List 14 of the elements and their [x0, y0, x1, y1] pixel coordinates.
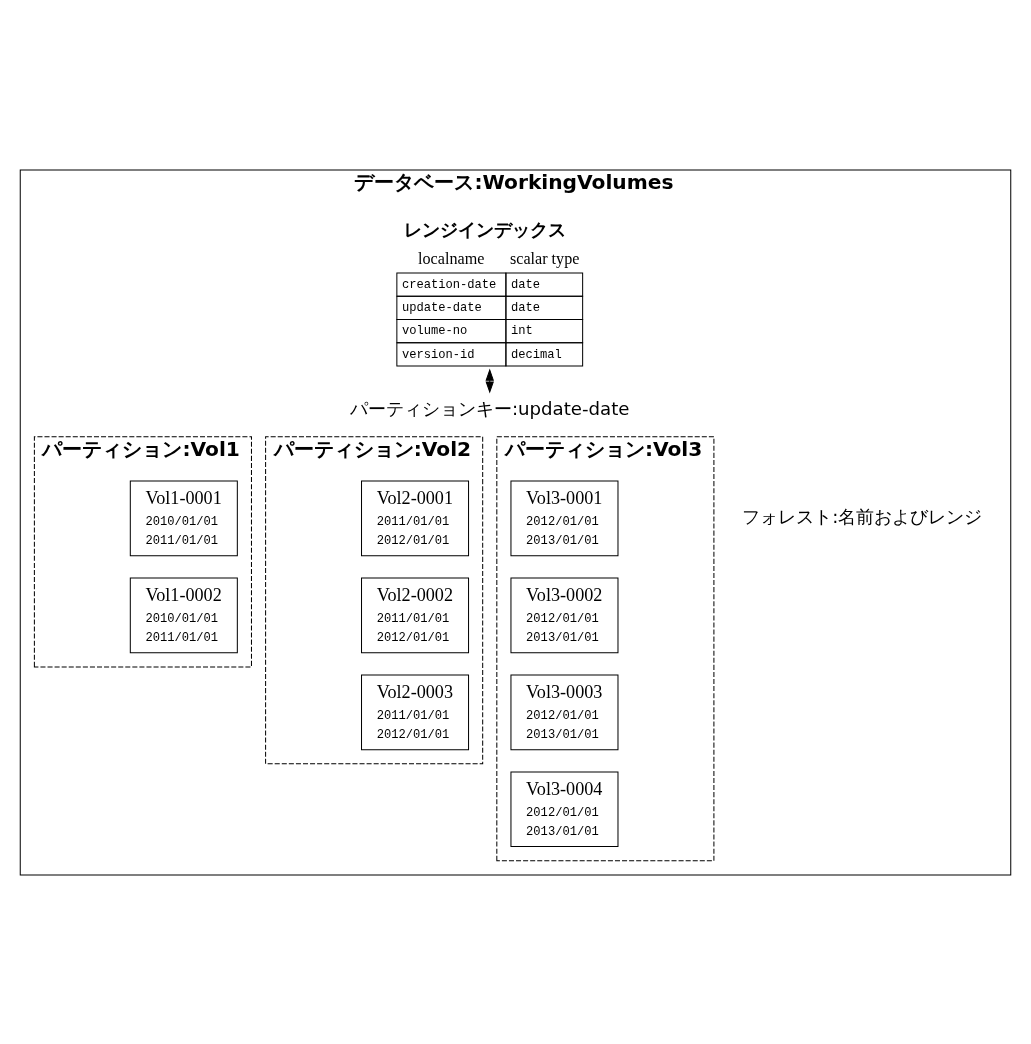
node-label: scalar type: [509, 249, 580, 267]
node-box: Vol1-0002 2010/01/01 2011/01/01: [129, 577, 238, 653]
label: フォレスト:名前およびレンジ: [742, 505, 983, 527]
node-label: localname: [418, 249, 485, 267]
node-box: Vol3-0002 2012/01/01 2013/01/01: [510, 577, 619, 653]
node-box: Vol2-0001 2011/01/01 2012/01/01: [361, 480, 470, 556]
node-box: Vol3-0003 2012/01/01 2013/01/01: [510, 673, 619, 750]
node-box: Vol3-0001 2012/01/01 2013/01/01: [510, 480, 619, 556]
node-box: Vol1-0001 2010/01/01 2011/01/01: [129, 480, 238, 556]
node-box: Vol3-0004 2012/01/01 2013/01/01: [510, 770, 619, 847]
node-box: Vol2-0002 2011/01/01 2012/01/01: [361, 577, 470, 653]
node-text: パーティションキー:update-date: [349, 397, 630, 419]
node-box: Vol2-0003 2011/01/01 2012/01/01: [361, 673, 470, 750]
node-label: レンジインデックス: [404, 218, 567, 240]
